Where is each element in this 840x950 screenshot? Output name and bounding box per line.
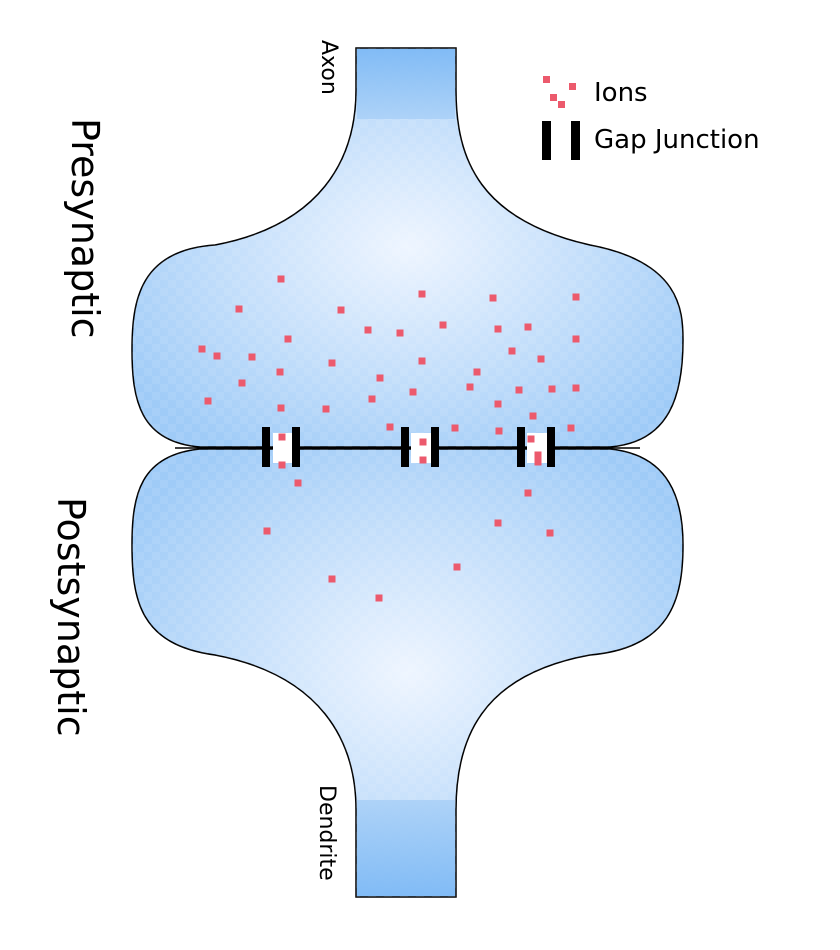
ion	[409, 388, 417, 396]
ion	[277, 275, 285, 283]
ion	[235, 305, 243, 313]
ion	[466, 383, 474, 391]
ion	[567, 424, 575, 432]
ion	[276, 368, 284, 376]
ion	[546, 529, 554, 537]
postsynaptic-ions	[263, 451, 554, 602]
ion	[278, 433, 286, 441]
ion	[494, 400, 502, 408]
ion	[494, 325, 502, 333]
legend-gap-junction-icon	[542, 121, 580, 160]
ion	[204, 397, 212, 405]
postsynaptic-terminal	[131, 448, 684, 898]
ion	[213, 352, 221, 360]
ion	[494, 519, 502, 527]
ion	[328, 359, 336, 367]
ion	[328, 575, 336, 583]
ion	[419, 456, 427, 464]
ion	[473, 368, 481, 376]
ion	[263, 527, 271, 535]
ion	[368, 395, 376, 403]
dendrite-stem	[357, 800, 455, 896]
ion	[294, 479, 302, 487]
legend-ions-icon	[543, 76, 576, 108]
ion	[337, 306, 345, 314]
ion	[527, 435, 535, 443]
ion	[534, 451, 542, 459]
dendrite-label: Dendrite	[314, 785, 339, 881]
ion	[386, 423, 394, 431]
ion	[548, 385, 556, 393]
ion	[364, 326, 372, 334]
postsynaptic-label: Postsynaptic	[49, 497, 93, 737]
ion	[524, 489, 532, 497]
ion	[376, 374, 384, 382]
ion	[495, 427, 503, 435]
legend-ions-label: Ions	[594, 78, 648, 108]
axon-label: Axon	[316, 40, 341, 95]
ion	[284, 335, 292, 343]
ion	[278, 461, 286, 469]
ion	[534, 458, 542, 466]
gap-junction	[262, 427, 300, 467]
ion	[439, 321, 447, 329]
ion	[453, 563, 461, 571]
ion	[419, 438, 427, 446]
ion	[198, 345, 206, 353]
gap-junctions	[262, 427, 555, 467]
legend: Ions Gap Junction	[542, 76, 760, 160]
ion	[451, 424, 459, 432]
axon-stem	[357, 49, 455, 119]
presynaptic-ions	[198, 275, 580, 446]
ion	[515, 386, 523, 394]
ion	[489, 294, 497, 302]
ion	[375, 594, 383, 602]
ion	[396, 329, 404, 337]
ion	[572, 293, 580, 301]
ion	[572, 335, 580, 343]
presynaptic-terminal	[131, 47, 684, 448]
ion	[508, 347, 516, 355]
ion	[524, 323, 532, 331]
ion	[322, 405, 330, 413]
presynaptic-label: Presynaptic	[63, 118, 107, 339]
ion	[248, 353, 256, 361]
ion	[537, 355, 545, 363]
ion	[572, 384, 580, 392]
ion	[277, 404, 285, 412]
ion	[238, 379, 246, 387]
ion	[529, 412, 537, 420]
ion	[418, 290, 426, 298]
legend-gap-junction-label: Gap Junction	[594, 125, 760, 155]
ion	[418, 357, 426, 365]
